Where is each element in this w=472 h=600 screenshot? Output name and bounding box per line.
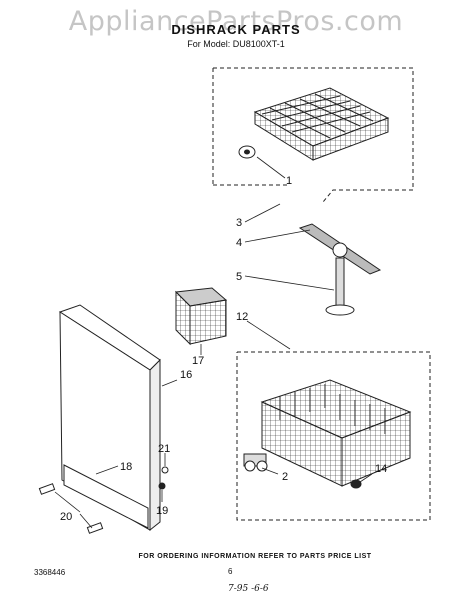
upper-rack-group-box [212,67,414,203]
callout-19: 19 [156,505,168,517]
rack-roller [243,453,268,472]
callout-18: 18 [120,461,132,473]
kick-plate [63,464,149,529]
callout-2: 2 [282,471,288,483]
date-stamp: 7-95 -6-6 [228,584,269,594]
model-line: For Model: DU8100XT-1 [187,39,285,49]
rack-wheel [238,145,256,159]
fastener-19 [158,482,166,490]
lower-rack-group-box [236,351,431,521]
fastener-21 [161,466,169,474]
page-number: 6 [228,567,233,576]
callout-16: 16 [180,369,192,381]
spray-manifold [325,257,355,316]
upper-dishrack [253,87,390,161]
document-number: 3368446 [34,568,66,577]
callout-5: 5 [236,271,242,283]
callout-4: 4 [236,237,242,249]
ordering-footer: FOR ORDERING INFORMATION REFER TO PARTS … [138,553,372,560]
screw-left [38,483,56,495]
lower-dishrack [260,379,412,487]
screw-right [86,522,104,534]
callout-21: 21 [158,443,170,455]
callout-20: 20 [60,511,72,523]
watermark: AppliancePartsPros.com [68,6,404,37]
rack-stop [350,479,362,489]
callout-17: 17 [192,355,204,367]
spray-arm [298,223,382,275]
callout-12: 12 [236,311,248,323]
leader-lines [54,156,373,529]
silverware-basket [174,287,228,346]
callout-1: 1 [286,175,292,187]
page-title: DISHRACK PARTS [171,22,301,37]
callout-3: 3 [236,217,242,229]
callout-14: 14 [375,463,387,475]
